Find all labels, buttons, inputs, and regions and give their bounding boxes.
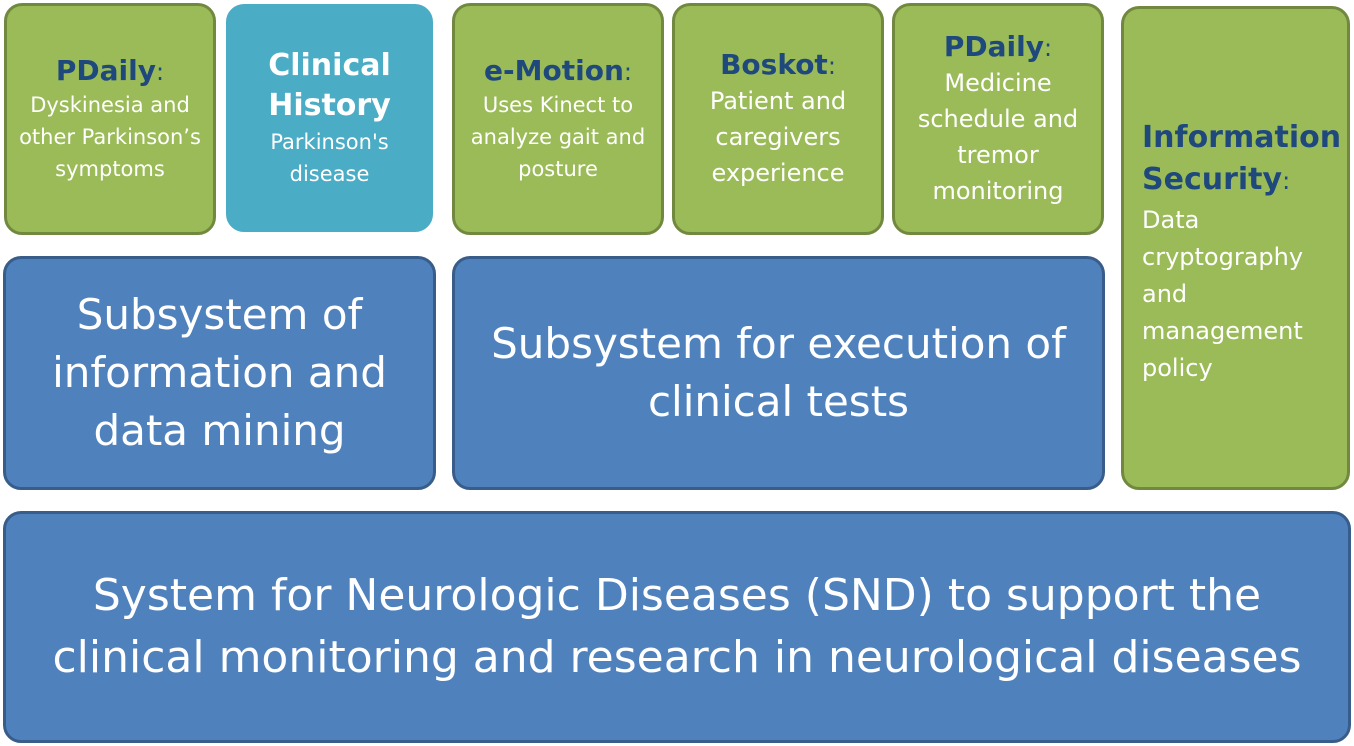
module-description: Parkinson's disease — [270, 130, 389, 186]
module-clinical-history: Clinical History Parkinson's disease — [226, 4, 433, 232]
module-title: Clinical History — [268, 48, 391, 123]
module-emotion: e-Motion: Uses Kinect to analyze gait an… — [452, 3, 664, 235]
module-pdaily-tremor: PDaily: Medicine schedule and tremor mon… — [892, 3, 1104, 235]
module-description: Data cryptography and management policy — [1142, 206, 1304, 382]
module-description: Uses Kinect to analyze gait and posture — [470, 92, 646, 181]
module-description: Medicine schedule and tremor monitoring — [917, 68, 1079, 205]
module-title: e-Motion — [484, 53, 624, 87]
module-boskot: Boskot: Patient and caregivers experienc… — [672, 3, 884, 235]
system-label: System for Neurologic Diseases (SND) to … — [52, 570, 1302, 683]
module-pdaily-dyskinesia: PDaily: Dyskinesia and other Parkinson’s… — [4, 3, 216, 235]
module-description: Patient and caregivers experience — [709, 86, 847, 187]
subsystem-data-mining: Subsystem of information and data mining — [3, 256, 436, 490]
subsystem-label: Subsystem for execution of clinical test… — [491, 319, 1066, 426]
module-title: PDaily — [55, 53, 156, 87]
module-description: Dyskinesia and other Parkinson’s symptom… — [19, 92, 201, 181]
module-title: PDaily — [943, 29, 1044, 63]
module-title: Information Security — [1142, 120, 1342, 197]
module-information-security: Information Security: Data cryptography … — [1121, 6, 1350, 490]
module-title: Boskot — [720, 47, 828, 81]
subsystem-label: Subsystem of information and data mining — [52, 290, 387, 455]
system-snd: System for Neurologic Diseases (SND) to … — [3, 511, 1351, 743]
subsystem-clinical-tests: Subsystem for execution of clinical test… — [452, 256, 1105, 490]
